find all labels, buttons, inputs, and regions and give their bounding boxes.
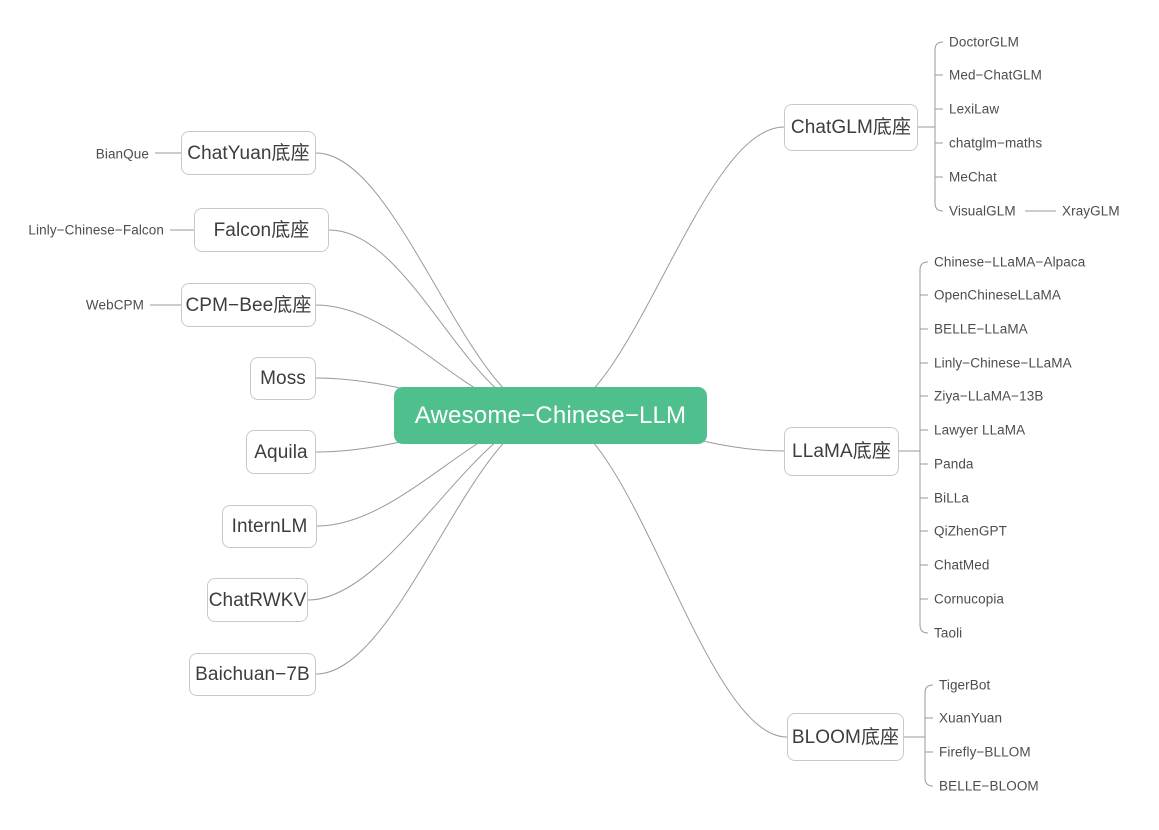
branch-node-chatglm[interactable]: ChatGLM底座 <box>784 104 918 151</box>
edge-root-chatglm <box>549 126 785 416</box>
leaf-xuanyuan[interactable]: XuanYuan <box>939 710 1003 726</box>
leaf-visualglm[interactable]: VisualGLM <box>949 203 1016 219</box>
edge-bloom-spine-cap-top <box>924 684 934 694</box>
edge-root-chatyuan <box>315 152 551 416</box>
leaf-linly-chinese-falcon[interactable]: Linly−Chinese−Falcon <box>28 222 164 238</box>
edge-chatglm-spine-cap-bot <box>934 202 944 212</box>
edge-root-baichuan <box>315 414 551 675</box>
edge-bloom-spine-cap-bot <box>924 777 934 787</box>
branch-node-cpm-bee[interactable]: CPM−Bee底座 <box>181 283 316 327</box>
edge-root-bloom <box>549 414 788 738</box>
branch-node-internlm[interactable]: InternLM <box>222 505 317 548</box>
leaf-firefly-bllom[interactable]: Firefly−BLLOM <box>939 744 1031 760</box>
leaf-billa[interactable]: BiLLa <box>934 490 970 506</box>
branch-node-aquila[interactable]: Aquila <box>246 430 316 474</box>
branch-node-chatrwkv[interactable]: ChatRWKV <box>207 578 308 622</box>
edge-llama-spine-cap-top <box>919 261 929 271</box>
leaf-lawyer-llama[interactable]: Lawyer LLaMA <box>934 422 1026 438</box>
root-node[interactable]: Awesome−Chinese−LLM <box>394 387 707 444</box>
leaf-tigerbot[interactable]: TigerBot <box>939 677 991 693</box>
leaf-ziya-llama-13b[interactable]: Ziya−LLaMA−13B <box>934 388 1044 404</box>
leaf-belle-llama[interactable]: BELLE−LLaMA <box>934 321 1028 337</box>
leaf-cornucopia[interactable]: Cornucopia <box>934 591 1005 607</box>
leaf-belle-bloom[interactable]: BELLE−BLOOM <box>939 778 1039 794</box>
leaf-chatmed[interactable]: ChatMed <box>934 557 990 573</box>
edge-llama-spine-cap-bot <box>919 624 929 634</box>
leaf-chatglm-maths[interactable]: chatglm−maths <box>949 135 1043 151</box>
leaf-med-chatglm[interactable]: Med−ChatGLM <box>949 67 1043 83</box>
leaf-bianque[interactable]: BianQue <box>95 146 149 162</box>
leaf-webcpm[interactable]: WebCPM <box>85 297 144 313</box>
leaf-taoli[interactable]: Taoli <box>934 625 963 641</box>
branch-node-chatyuan[interactable]: ChatYuan底座 <box>181 131 316 175</box>
branch-node-bloom[interactable]: BLOOM底座 <box>787 713 904 761</box>
leaf-panda[interactable]: Panda <box>934 456 974 472</box>
leaf-xrayglm[interactable]: XrayGLM <box>1062 203 1120 219</box>
branch-node-falcon[interactable]: Falcon底座 <box>194 208 329 252</box>
leaf-mechat[interactable]: MeChat <box>949 169 997 185</box>
branch-node-llama[interactable]: LLaMA底座 <box>784 427 899 476</box>
edge-chatglm-spine-cap-top <box>934 41 944 51</box>
branch-node-baichuan-7b[interactable]: Baichuan−7B <box>189 653 316 696</box>
leaf-linly-chinese-llama[interactable]: Linly−Chinese−LLaMA <box>934 355 1072 371</box>
leaf-chinese-llama-alpaca[interactable]: Chinese−LLaMA−Alpaca <box>934 254 1086 270</box>
leaf-doctorglm[interactable]: DoctorGLM <box>949 34 1019 50</box>
branch-node-moss[interactable]: Moss <box>250 357 316 400</box>
leaf-qizhengpt[interactable]: QiZhenGPT <box>934 523 1007 539</box>
leaf-openchinesellama[interactable]: OpenChineseLLaMA <box>934 287 1061 303</box>
leaf-lexilaw[interactable]: LexiLaw <box>949 101 1000 117</box>
